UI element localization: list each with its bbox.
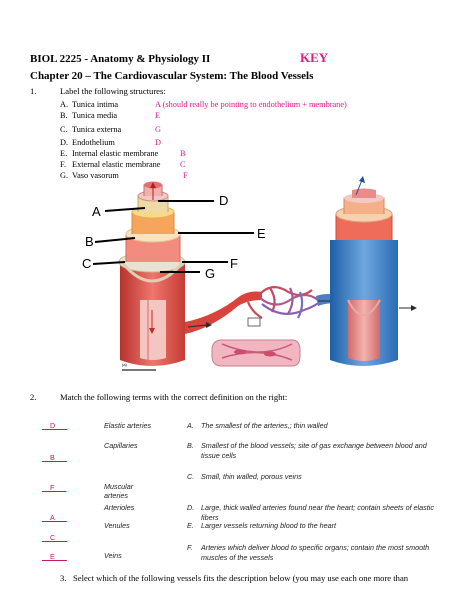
q2-def-letter: E. [187, 521, 194, 530]
diagram-label-e: E [257, 226, 266, 241]
q3-number: 3. [60, 573, 67, 583]
q2-def-text: Larger vessels returning blood to the he… [201, 521, 337, 530]
q2-text: Match the following terms with the corre… [60, 392, 288, 402]
label-leaders [92, 200, 254, 273]
q1-answer: F [183, 171, 188, 180]
q1-structure: Tunica media [72, 111, 118, 120]
q2-term: Venules [104, 521, 130, 530]
arteriole-illustration [185, 291, 262, 334]
diagram-label-b: B [85, 234, 94, 249]
q1-structure: Endothelium [72, 138, 115, 147]
q1-answer: D [155, 138, 161, 147]
q1-letter: A. [60, 100, 69, 109]
q1-letter: D. [60, 138, 69, 147]
q2-def-text: Small, thin walled, porous veins [201, 472, 302, 481]
q2-def-letter: F. [187, 543, 193, 552]
q1-structure: Tunica externa [72, 125, 122, 134]
q2-def-letter: A. [187, 421, 194, 430]
q2-def-letter: C. [187, 472, 195, 481]
q2-def-text: Large, thick walled arteries found near … [201, 503, 434, 522]
figure-panel-label: (a) [122, 362, 128, 367]
q2-def-letter: B. [187, 441, 194, 450]
capillary-closeup [211, 339, 301, 367]
q2-answer: __B___ [42, 453, 67, 462]
q1-answer: C [180, 160, 186, 169]
diagram-label-f: F [230, 256, 238, 271]
q1-letter: G. [60, 171, 69, 180]
q1-structure: External elastic membrane [72, 160, 161, 169]
course-title: BIOL 2225 - Anatomy & Physiology II [30, 53, 211, 65]
q2-answer: __F___ [42, 483, 67, 492]
artery-illustration [118, 181, 186, 366]
diagram-label-a: A [92, 204, 101, 219]
vein-illustration [330, 176, 417, 366]
diagram-label-d: D [219, 193, 229, 208]
q1-text: Label the following structures: [60, 86, 166, 96]
q2-def-letter: D. [187, 503, 195, 512]
q1-answer: G [155, 125, 161, 134]
q1-answer: E [155, 111, 161, 120]
diagram-label-c: C [82, 256, 92, 271]
q1-answer: A (should really be pointing to endothel… [155, 100, 347, 109]
q1-answer: B [180, 149, 186, 158]
q2-term: Capillaries [104, 441, 138, 450]
q1-letter: C. [60, 125, 68, 134]
q2-term: Arterioles [104, 503, 135, 512]
q1-letter: E. [60, 149, 68, 158]
q3-text: Select which of the following vessels fi… [73, 573, 409, 583]
q1-structure: Vaso vasorum [72, 171, 119, 180]
q1-letter: B. [60, 111, 68, 120]
q2-answer: __D___ [42, 421, 68, 430]
key-label: KEY [300, 50, 329, 65]
q2-answer: __E___ [42, 552, 67, 561]
q2-def-text: Smallest of the blood vessels; site of g… [201, 441, 427, 460]
q2-term: Elastic arteries [104, 421, 152, 430]
q2-def-text: Arteries which deliver blood to specific… [201, 543, 430, 562]
q1-structure: Internal elastic membrane [72, 149, 159, 158]
q1-number: 1. [30, 86, 37, 96]
q2-term: Muscular arteries [104, 482, 134, 500]
q1-letter: F. [60, 160, 67, 169]
q2-term: Veins [104, 551, 122, 560]
diagram-label-g: G [205, 266, 216, 281]
q2-answer: __A___ [42, 513, 67, 522]
q1-structure: Tunica intima [72, 100, 119, 109]
q2-number: 2. [30, 392, 37, 402]
chapter-title: Chapter 20 – The Cardiovascular System: … [30, 70, 314, 82]
q2-def-text: The smallest of the arteries,; thin wall… [201, 421, 328, 430]
q2-answer: __C___ [42, 533, 68, 542]
